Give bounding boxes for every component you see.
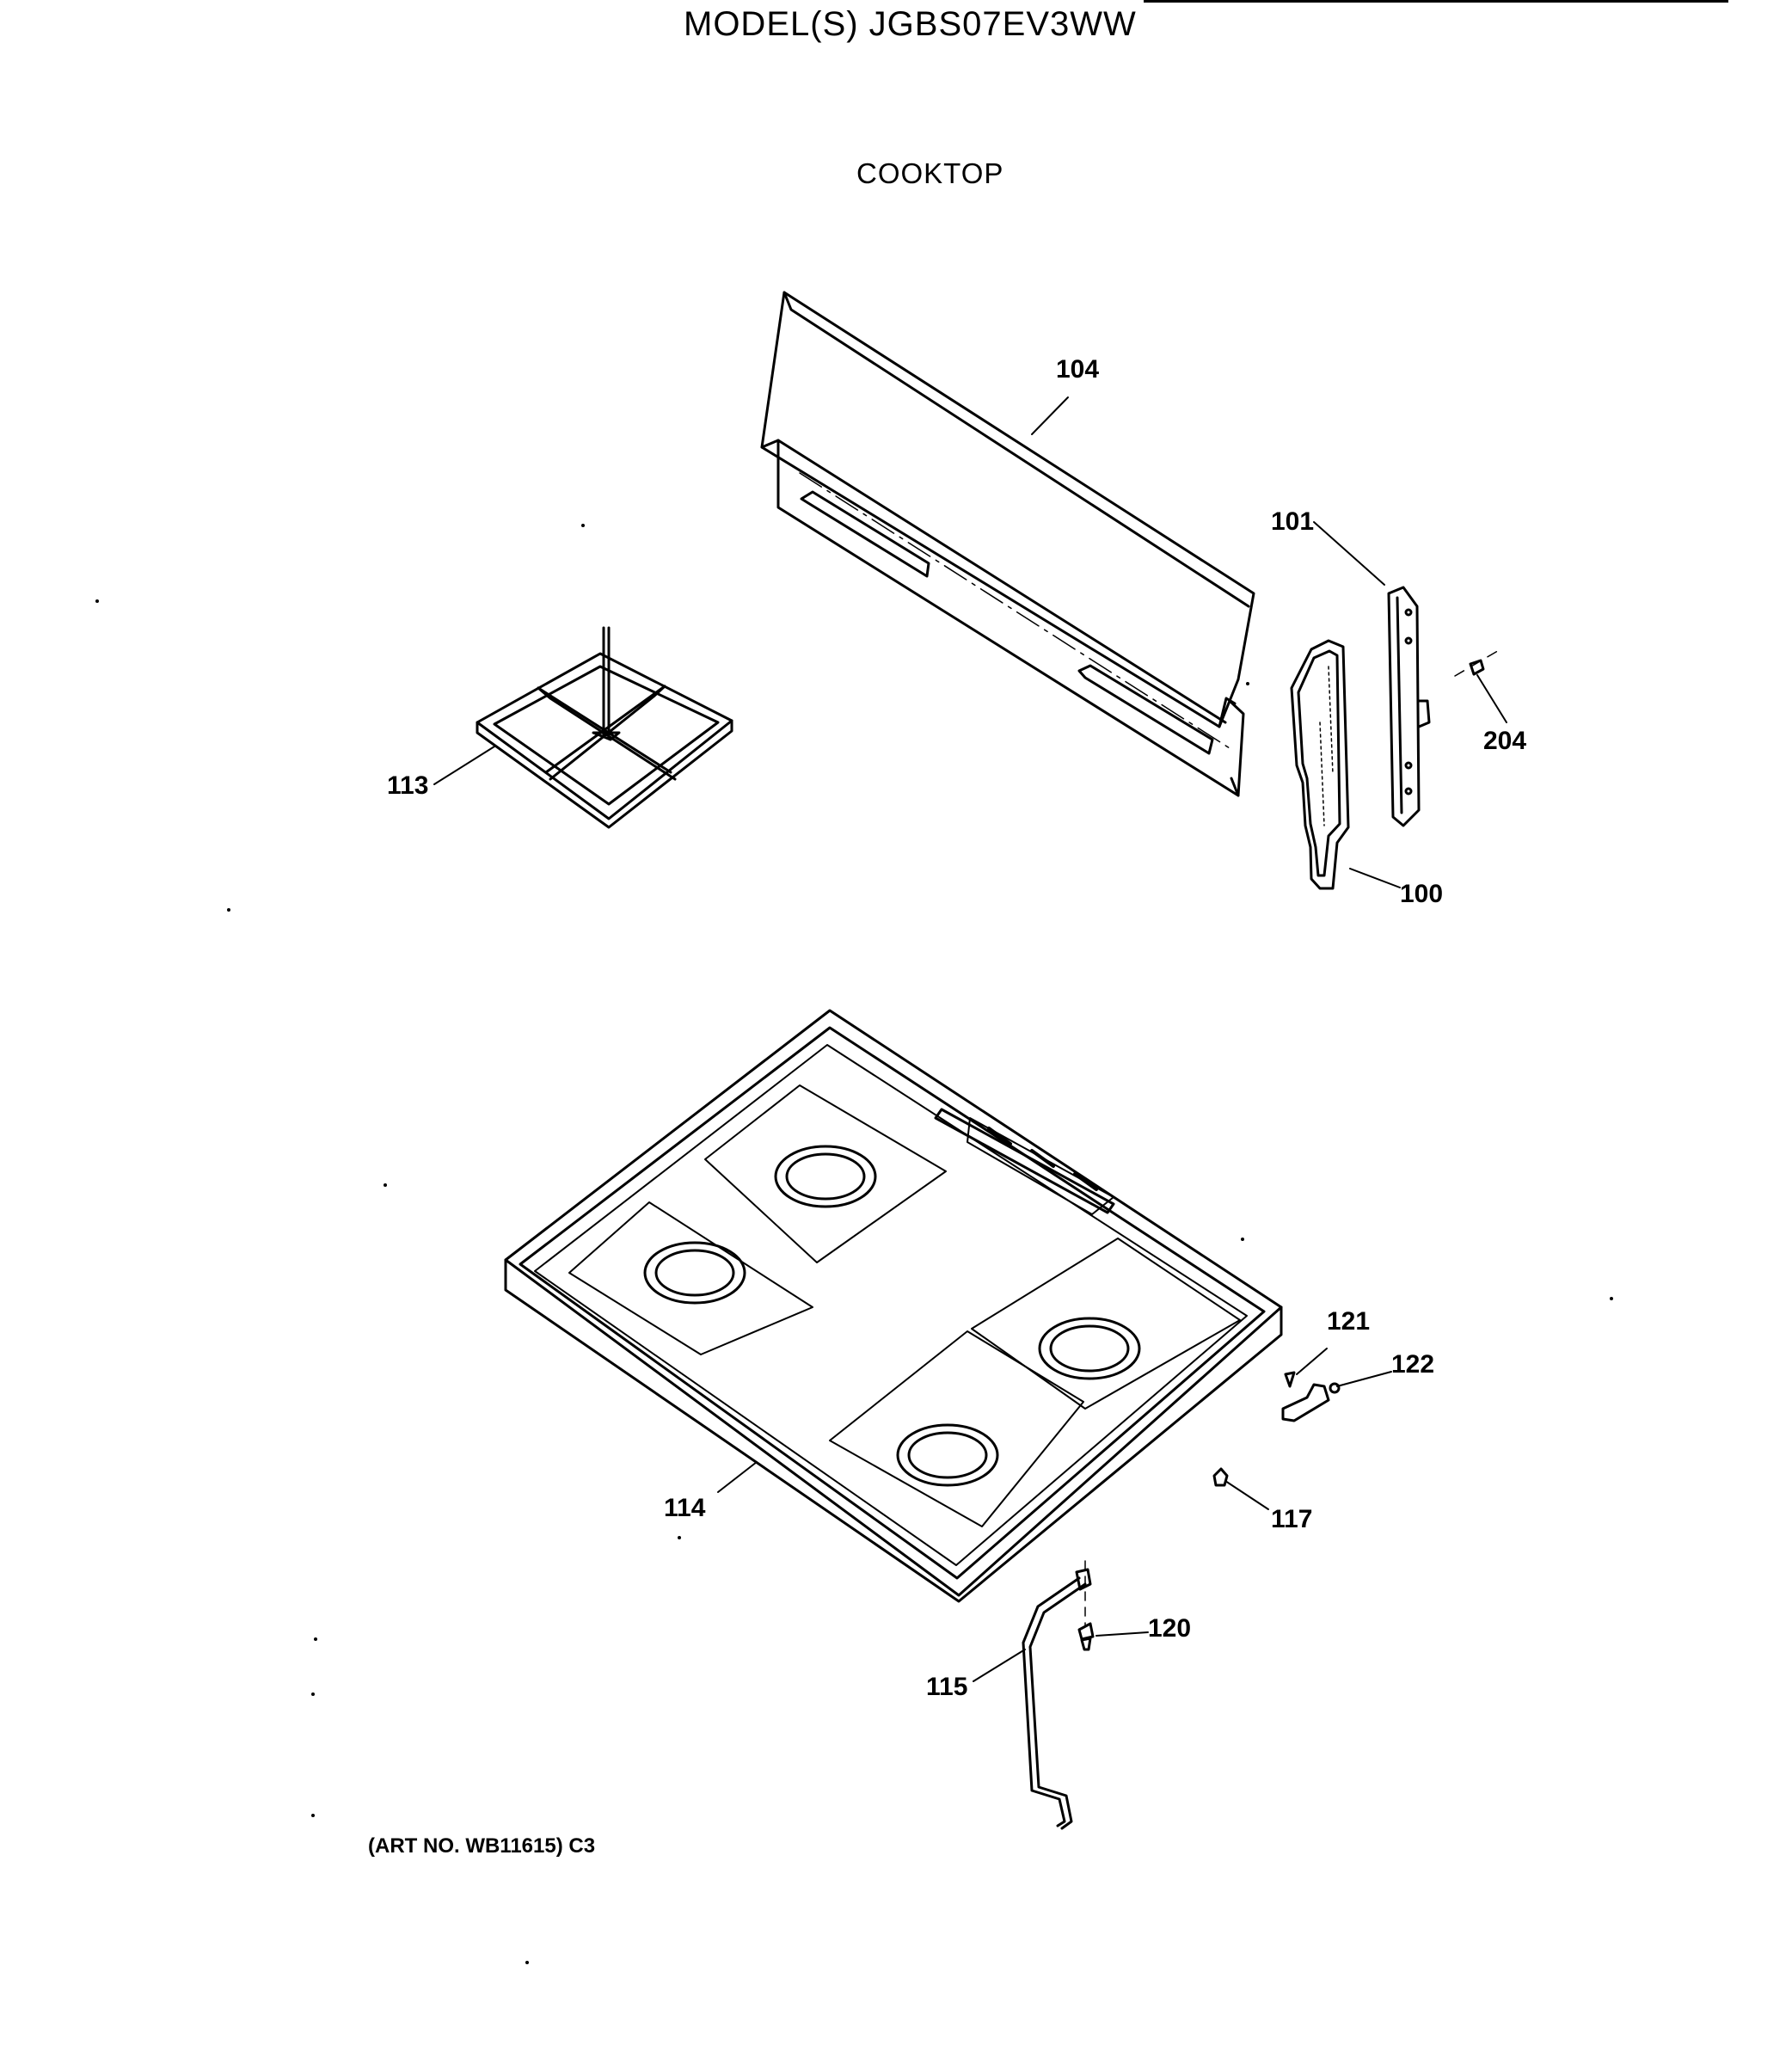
callout-204: 204 xyxy=(1483,727,1527,755)
art-number: (ART NO. WB11615) C3 xyxy=(368,1834,596,1858)
side-bracket xyxy=(1387,586,1431,827)
callout-113: 113 xyxy=(387,771,429,800)
callout-100: 100 xyxy=(1400,880,1444,908)
burner-grate xyxy=(476,626,733,829)
callout-121: 121 xyxy=(1327,1307,1371,1336)
callout-120: 120 xyxy=(1148,1614,1192,1643)
bracket-122 xyxy=(1281,1382,1341,1422)
leader-lines xyxy=(433,396,1507,1682)
callout-122: 122 xyxy=(1391,1350,1435,1379)
callout-104: 104 xyxy=(1056,355,1100,384)
model-title: MODEL(S) JGBS07EV3WW xyxy=(684,5,1137,43)
header-rule xyxy=(1144,0,1728,3)
callout-101: 101 xyxy=(1271,507,1315,536)
callout-117: 117 xyxy=(1271,1505,1313,1533)
screw-120 xyxy=(1077,1622,1095,1651)
backsplash-panel xyxy=(760,291,1255,797)
rod-115 xyxy=(1022,1560,1092,1830)
screw-204 xyxy=(1454,648,1501,677)
callout-115: 115 xyxy=(926,1673,968,1701)
section-title: COOKTOP xyxy=(856,157,1004,189)
side-trim xyxy=(1290,639,1350,890)
scan-specks xyxy=(95,524,1613,1964)
cooktop-main-top xyxy=(504,1009,1283,1603)
nut-117 xyxy=(1212,1467,1229,1487)
callout-114: 114 xyxy=(664,1494,706,1522)
screw-121 xyxy=(1284,1371,1296,1388)
